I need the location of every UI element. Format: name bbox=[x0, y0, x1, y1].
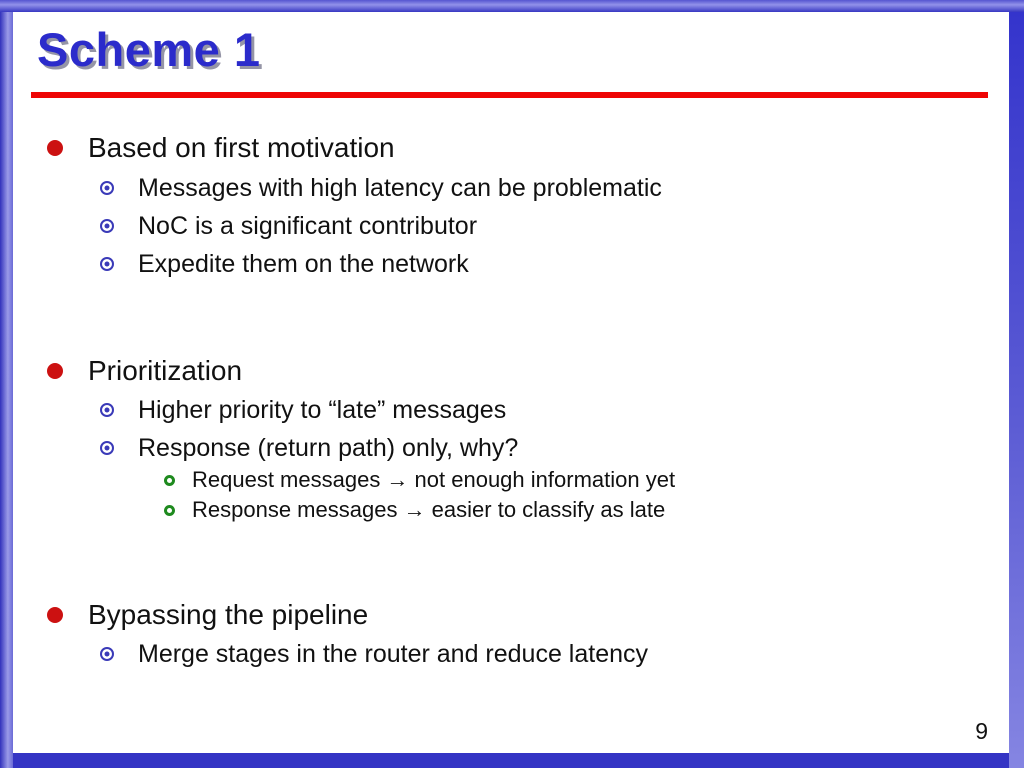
slide-title: Scheme 1 bbox=[37, 23, 261, 76]
bullet-item-level1: Based on first motivation bbox=[47, 131, 395, 165]
bullet-item-level2: Messages with high latency can be proble… bbox=[100, 172, 662, 204]
bullet-item-level1: Bypassing the pipeline bbox=[47, 598, 368, 632]
circled-dot-bullet-icon bbox=[100, 647, 114, 661]
green-circle-bullet-icon bbox=[164, 504, 175, 516]
bullet-item-level2: Merge stages in the router and reduce la… bbox=[100, 638, 648, 670]
title-underline-rule bbox=[31, 92, 988, 98]
bullet-text: Merge stages in the router and reduce la… bbox=[138, 639, 649, 668]
bullet-item-level3: Request messages → not enough informatio… bbox=[164, 466, 675, 494]
bullet-item-level3: Response messages → easier to classify a… bbox=[164, 496, 665, 524]
page-number: 9 bbox=[975, 718, 988, 744]
bullet-item-level2: NoC is a significant contributor bbox=[100, 210, 477, 242]
bullet-text: Response (return path) only, why? bbox=[138, 433, 519, 462]
frame-border-right bbox=[1009, 0, 1024, 768]
bullet-text: Based on first motivation bbox=[88, 132, 395, 163]
red-dot-bullet-icon bbox=[47, 607, 63, 623]
circled-dot-bullet-icon bbox=[100, 181, 114, 195]
bullet-text: Expedite them on the network bbox=[138, 249, 469, 278]
bullet-text: Bypassing the pipeline bbox=[88, 599, 369, 630]
bullet-item-level2: Response (return path) only, why? bbox=[100, 432, 518, 464]
red-dot-bullet-icon bbox=[47, 140, 63, 156]
bullet-text: NoC is a significant contributor bbox=[138, 211, 478, 240]
frame-border-top bbox=[0, 0, 1024, 12]
bullet-text: Prioritization bbox=[88, 355, 243, 386]
red-dot-bullet-icon bbox=[47, 363, 63, 379]
circled-dot-bullet-icon bbox=[100, 257, 114, 271]
frame-border-bottom bbox=[13, 753, 1009, 768]
bullet-item-level1: Prioritization bbox=[47, 354, 242, 388]
bullet-text: Response messages → easier to classify a… bbox=[192, 497, 666, 522]
green-circle-bullet-icon bbox=[164, 474, 175, 486]
frame-border-left bbox=[0, 0, 13, 768]
circled-dot-bullet-icon bbox=[100, 441, 114, 455]
bullet-text: Messages with high latency can be proble… bbox=[138, 173, 662, 202]
bullet-item-level2: Higher priority to “late” messages bbox=[100, 394, 506, 426]
circled-dot-bullet-icon bbox=[100, 403, 114, 417]
bullet-text: Request messages → not enough informatio… bbox=[192, 467, 676, 492]
circled-dot-bullet-icon bbox=[100, 219, 114, 233]
bullet-item-level2: Expedite them on the network bbox=[100, 248, 469, 280]
bullet-text: Higher priority to “late” messages bbox=[138, 395, 507, 424]
